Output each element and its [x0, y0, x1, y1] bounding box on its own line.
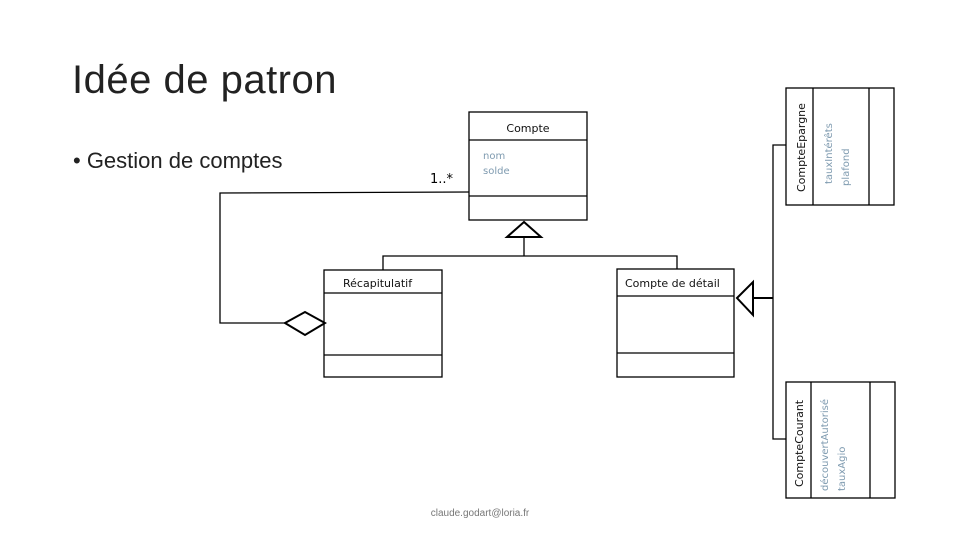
class-name-compte-courant: CompteCourant: [793, 399, 806, 487]
attribute-solde: solde: [483, 166, 510, 177]
class-recapitulatif[interactable]: [323, 269, 443, 378]
class-name-recapitulatif: Récapitulatif: [343, 277, 413, 290]
multiplicity-label: 1..*: [430, 172, 454, 187]
bullet-item: • Gestion de comptes: [73, 148, 283, 173]
inheritance-branch-line: [772, 144, 786, 440]
inheritance-line-horizontal: [382, 255, 678, 270]
class-name-compte-epargne: CompteEpargne: [795, 103, 808, 192]
slide-title: Idée de patron: [72, 58, 337, 102]
attribute-plafond: plafond: [841, 148, 852, 186]
aggregation-diamond: [282, 310, 328, 337]
class-name-compte-de-detail: Compte de détail: [625, 277, 720, 290]
inheritance-triangle-compte-de-detail: [735, 279, 754, 318]
footer-email: claude.godart@loria.fr: [430, 508, 530, 519]
class-compte-courant[interactable]: [785, 381, 896, 499]
class-compte-epargne[interactable]: [785, 87, 895, 206]
attribute-taux-interets: tauxIntérêts: [823, 123, 835, 184]
class-compte[interactable]: [468, 111, 588, 221]
class-name-compte: Compte: [506, 122, 549, 135]
class-compte-de-detail[interactable]: [616, 268, 735, 378]
aggregation-line: [219, 191, 470, 324]
attribute-nom: nom: [483, 151, 505, 162]
attribute-decouvert-autorise: découvertAutorisé: [819, 399, 831, 491]
attribute-taux-agio: tauxAgio: [837, 447, 848, 491]
inheritance-triangle-compte: [504, 220, 544, 238]
